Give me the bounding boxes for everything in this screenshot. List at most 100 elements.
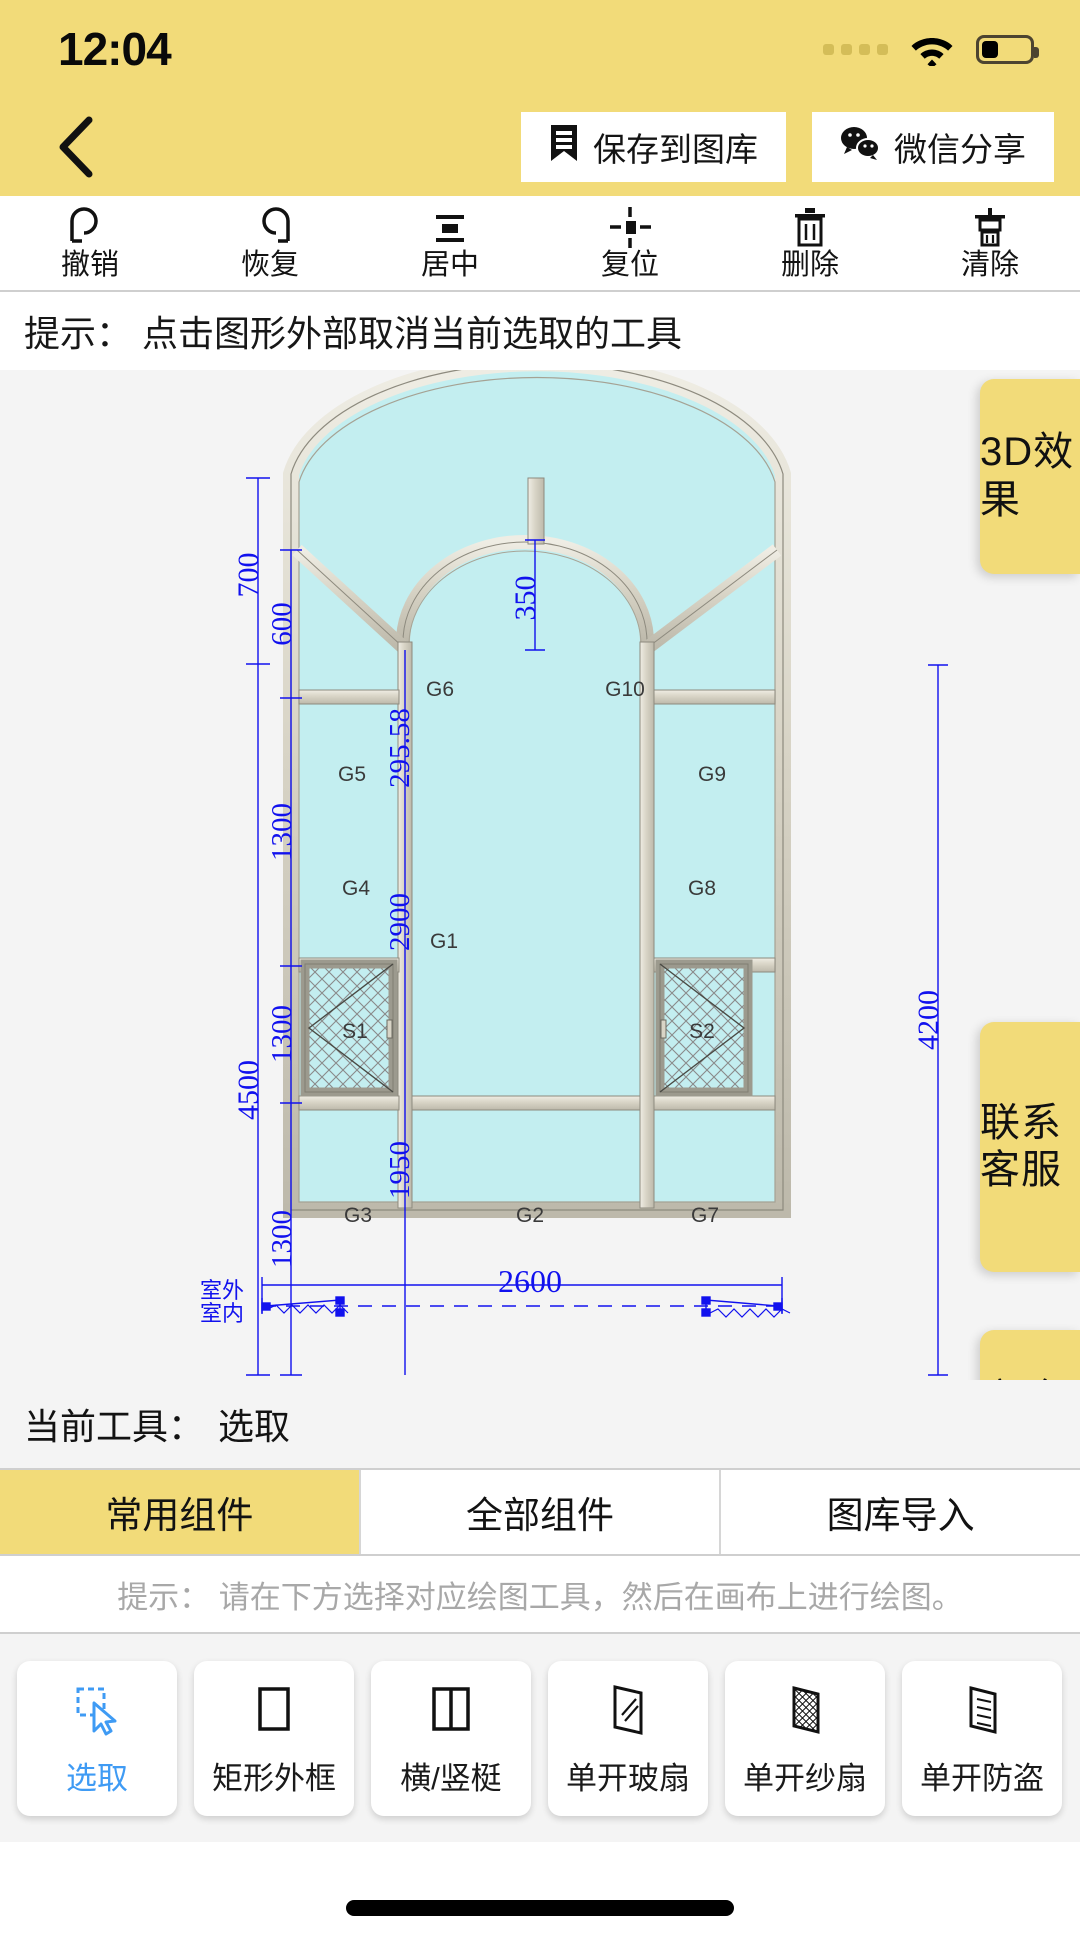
right-transom-1	[653, 689, 776, 705]
undo-label: 撤销	[60, 248, 119, 281]
tool-single-glass-sash-label: 单开玻扇	[566, 1760, 690, 1796]
redo-button[interactable]: 恢复	[180, 206, 360, 281]
delete-button[interactable]: 删除	[720, 207, 900, 280]
indoor-label: 室内	[200, 1301, 244, 1326]
tool-single-screen-sash[interactable]: 单开纱扇	[725, 1660, 885, 1816]
tool-single-security-sash[interactable]: 单开防盗	[902, 1660, 1062, 1816]
glass-label-g10: G10	[605, 678, 645, 701]
tool-strip[interactable]: 选取 矩形外框 横/竖梃 单开玻扇	[0, 1634, 1080, 1842]
chevron-left-icon	[59, 116, 93, 178]
tool-single-screen-sash-label: 单开纱扇	[743, 1760, 867, 1796]
edit-toolbar: 撤销 恢复 居中 复位 删除 清除	[0, 196, 1080, 292]
single-screen-sash-icon	[778, 1679, 832, 1741]
dim-1300-b: 1300	[266, 1005, 298, 1063]
current-tool-prefix: 当前工具：	[24, 1406, 205, 1447]
right-vertical-mullion	[639, 641, 655, 1209]
tab-gallery-import[interactable]: 图库导入	[721, 1470, 1080, 1554]
tab-all-components-label: 全部组件	[466, 1495, 614, 1536]
dim-350: 350	[509, 576, 542, 621]
window-drawing[interactable]: G1 G2 G3 G4 G5 G6 G7 G8 G9 G10 S1 S2 450…	[0, 370, 1080, 1380]
status-clock: 12:04	[58, 23, 172, 75]
left-transom-3	[298, 1095, 400, 1111]
reset-label: 复位	[600, 248, 659, 281]
screen-label-s1: S1	[342, 1020, 368, 1043]
dimension-annotations: 4500 700 600 1300 1300 1300 350 295.58 2…	[232, 477, 948, 1380]
overall-width-dimension: 2600 室外 室内	[200, 1265, 791, 1326]
screen-label-s2: S2	[689, 1020, 715, 1043]
mullion-icon	[424, 1679, 478, 1741]
dim-295-58: 295.58	[384, 708, 416, 788]
glass-label-g3: G3	[344, 1204, 372, 1227]
dim-650-left: 650	[331, 1376, 376, 1380]
dim-2600: 2600	[498, 1265, 562, 1299]
dim-700: 700	[232, 553, 265, 598]
drawing-canvas[interactable]: G1 G2 G3 G4 G5 G6 G7 G8 G9 G10 S1 S2 450…	[0, 370, 1080, 1380]
dim-1950: 1950	[384, 1141, 416, 1199]
bottom-hint-text: 提示： 请在下方选择对应绘图工具，然后在画布上进行绘图。	[0, 1556, 1080, 1634]
save-to-gallery-button[interactable]: 保存到图库	[521, 112, 786, 182]
glass-label-g5: G5	[338, 763, 366, 786]
home-indicator[interactable]	[346, 1900, 734, 1916]
glass-label-g8: G8	[688, 877, 716, 900]
tool-mullion[interactable]: 横/竖梃	[371, 1660, 531, 1816]
dim-2900: 2900	[384, 893, 416, 951]
side-button-color[interactable]: 颜色	[980, 1330, 1080, 1380]
tool-single-security-sash-label: 单开防盗	[920, 1760, 1044, 1796]
home-indicator-bar	[0, 1842, 1080, 1938]
glass-label-g6: G6	[426, 678, 454, 701]
screen-sash-s2[interactable]	[655, 959, 753, 1097]
save-to-gallery-label: 保存到图库	[593, 131, 758, 168]
side-button-contact-service[interactable]: 联系客服	[980, 1022, 1080, 1272]
delete-label: 删除	[780, 248, 839, 281]
side-button-contact-label: 联系客服	[980, 1100, 1062, 1192]
clear-button[interactable]: 清除	[900, 207, 1080, 280]
undo-button[interactable]: 撤销	[0, 206, 180, 281]
trash-icon	[784, 207, 836, 247]
side-button-3d-label: 3D效果	[980, 430, 1075, 522]
tab-common-components[interactable]: 常用组件	[0, 1470, 361, 1554]
side-button-3d-effect[interactable]: 3D效果	[980, 379, 1080, 574]
tool-rect-frame[interactable]: 矩形外框	[194, 1660, 354, 1816]
clear-label: 清除	[960, 248, 1019, 281]
reset-button[interactable]: 复位	[540, 206, 720, 281]
side-button-color-label: 颜色	[989, 1376, 1071, 1380]
glass-label-g4: G4	[342, 877, 370, 900]
top-hint-text: 提示： 点击图形外部取消当前选取的工具	[0, 292, 1080, 370]
glass-label-g2: G2	[516, 1204, 544, 1227]
tab-all-components[interactable]: 全部组件	[361, 1470, 722, 1554]
status-bar: 12:04	[0, 0, 1080, 98]
tool-rect-frame-label: 矩形外框	[212, 1760, 336, 1796]
dim-600: 600	[266, 602, 298, 646]
bookmark-icon	[549, 124, 579, 170]
dim-4200: 4200	[912, 990, 945, 1050]
screen-sash-s1[interactable]	[300, 959, 398, 1097]
current-tool-value: 选取	[218, 1406, 291, 1447]
tab-common-components-label: 常用组件	[105, 1495, 254, 1536]
glass-label-g7: G7	[691, 1204, 719, 1227]
undo-icon	[64, 206, 116, 247]
center-button[interactable]: 居中	[360, 207, 540, 280]
dim-1300-a: 1300	[266, 803, 298, 861]
left-transom-1	[298, 689, 400, 705]
glass-label-g9: G9	[698, 763, 726, 786]
clear-broom-icon	[964, 207, 1016, 247]
status-indicators	[823, 32, 1039, 69]
wechat-share-button[interactable]: 微信分享	[812, 112, 1054, 182]
current-tool-bar: 当前工具： 选取	[0, 1380, 1080, 1468]
center-label: 居中	[420, 248, 479, 281]
center-transom	[411, 1095, 641, 1111]
tool-select[interactable]: 选取	[17, 1660, 177, 1816]
wechat-icon	[840, 126, 880, 168]
nav-bar: 保存到图库 微信分享	[0, 98, 1080, 196]
tool-mullion-label: 横/竖梃	[400, 1760, 502, 1796]
back-button[interactable]	[40, 112, 110, 182]
rectangle-frame-icon	[247, 1679, 301, 1741]
redo-label: 恢复	[240, 248, 299, 281]
tab-gallery-import-label: 图库导入	[826, 1495, 975, 1536]
tool-single-glass-sash[interactable]: 单开玻扇	[548, 1660, 708, 1816]
signal-dots-icon	[823, 43, 888, 55]
reset-crosshair-icon	[604, 206, 656, 248]
dim-4500: 4500	[232, 1060, 265, 1120]
center-align-icon	[424, 207, 476, 247]
glass-labels: G1 G2 G3 G4 G5 G6 G7 G8 G9 G10 S1 S2	[338, 678, 726, 1227]
